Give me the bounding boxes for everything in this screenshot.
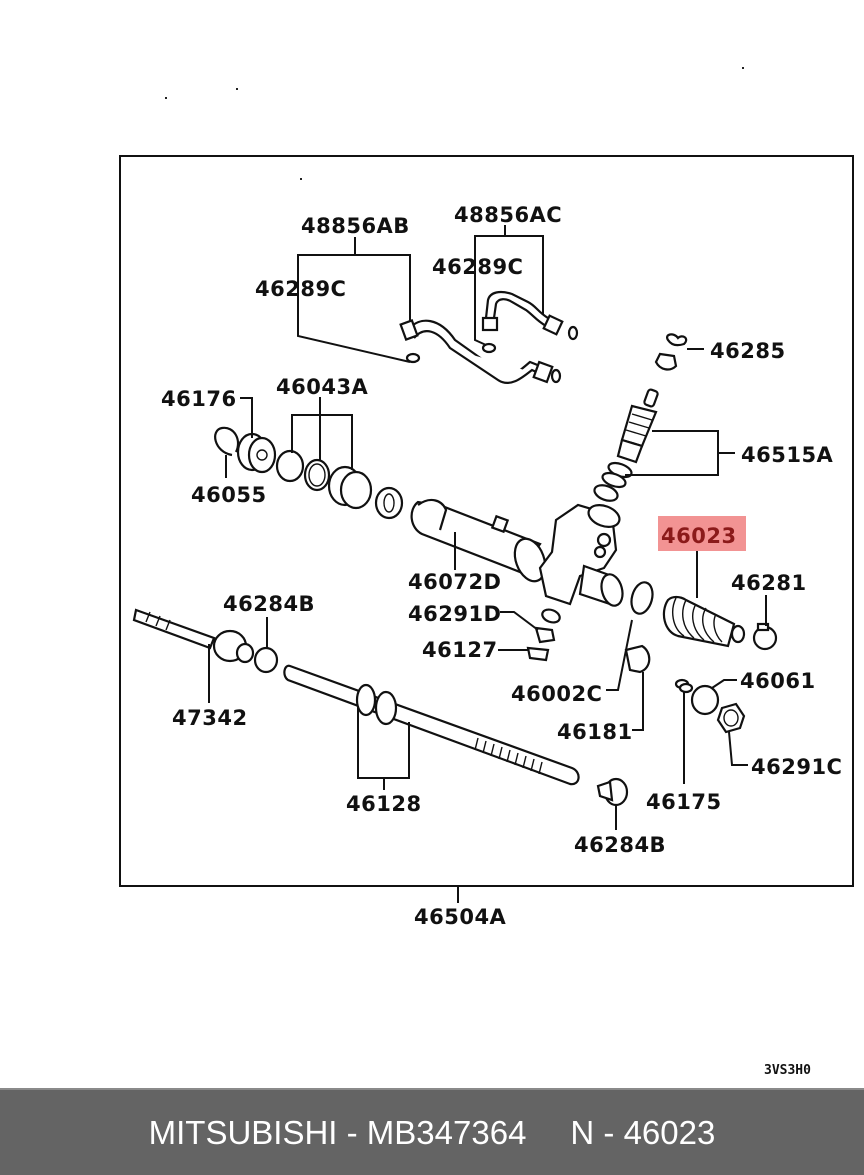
- part-46181-guide: [624, 644, 651, 731]
- label-46285: 46285: [710, 339, 786, 363]
- callout-labels: 48856AB 48856AC 46289C 46289C 46285 4617…: [161, 203, 842, 929]
- part-46285: [654, 333, 704, 371]
- label-46072D: 46072D: [408, 570, 502, 594]
- highlight-46023: [658, 516, 746, 551]
- footer-brand-part-number: MITSUBISHI - MB347364: [148, 1113, 527, 1151]
- footer-reference-number: N - 46023: [570, 1113, 716, 1151]
- label-46128: 46128: [346, 792, 422, 816]
- part-46072D-rack-housing: [410, 498, 624, 607]
- part-46281-band: [752, 595, 778, 651]
- label-46061: 46061: [740, 669, 816, 693]
- label-46176: 46176: [161, 387, 237, 411]
- label-46291C: 46291C: [751, 755, 842, 779]
- drawing-code: 3VS3H0: [764, 1063, 811, 1078]
- label-46002C: 46002C: [511, 682, 602, 706]
- pressure-tube-48856AC: [481, 290, 579, 354]
- parts-diagram: 48856AB 48856AC 46289C 46289C 46285 4617…: [119, 67, 854, 1078]
- part-46284B-bushing-a: [253, 617, 279, 674]
- part-46002C-clamp: [606, 581, 654, 691]
- leaders-tubes: [297, 225, 544, 363]
- part-46043A-seal-kit: [275, 397, 404, 520]
- part-46055-snap-ring: [214, 426, 240, 478]
- label-48856AC: 48856AC: [454, 203, 562, 227]
- label-46281: 46281: [731, 571, 807, 595]
- label-46127: 46127: [422, 638, 498, 662]
- label-48856AB: 48856AB: [301, 214, 410, 238]
- part-46175-spring: [674, 678, 694, 784]
- label-46043A: 46043A: [276, 375, 369, 399]
- scan-specks: [165, 67, 744, 180]
- label-46175: 46175: [646, 790, 722, 814]
- part-47342-tie-rod: [132, 608, 255, 703]
- part-46291C-locknut: [716, 702, 748, 766]
- part-46284B-bushing-b: [596, 777, 629, 830]
- label-46023-highlighted: 46023: [661, 524, 737, 548]
- label-46055: 46055: [191, 483, 267, 507]
- assembly-frame: [119, 155, 854, 887]
- part-46515A-valve: [593, 388, 735, 502]
- label-47342: 47342: [172, 706, 248, 730]
- label-46291D: 46291D: [408, 602, 502, 626]
- footer-bar: MITSUBISHI - MB347364 N - 46023: [0, 1088, 864, 1175]
- part-46176-bushing: [236, 397, 277, 474]
- label-46289C-left: 46289C: [255, 277, 346, 301]
- label-46284B-bottom: 46284B: [574, 833, 666, 857]
- part-46061-yoke-plug: [690, 679, 737, 716]
- rack-teeth: [474, 737, 543, 775]
- label-46515A: 46515A: [741, 443, 834, 467]
- part-46128-rack: [283, 664, 580, 790]
- label-46284B-top: 46284B: [223, 592, 315, 616]
- label-46181: 46181: [557, 720, 633, 744]
- part-46023-boot: [662, 551, 746, 648]
- label-46504A: 46504A: [414, 905, 507, 929]
- pressure-tube-48856AB: [399, 319, 562, 385]
- part-46291D-46127: [498, 608, 561, 662]
- label-46289C-right: 46289C: [432, 255, 523, 279]
